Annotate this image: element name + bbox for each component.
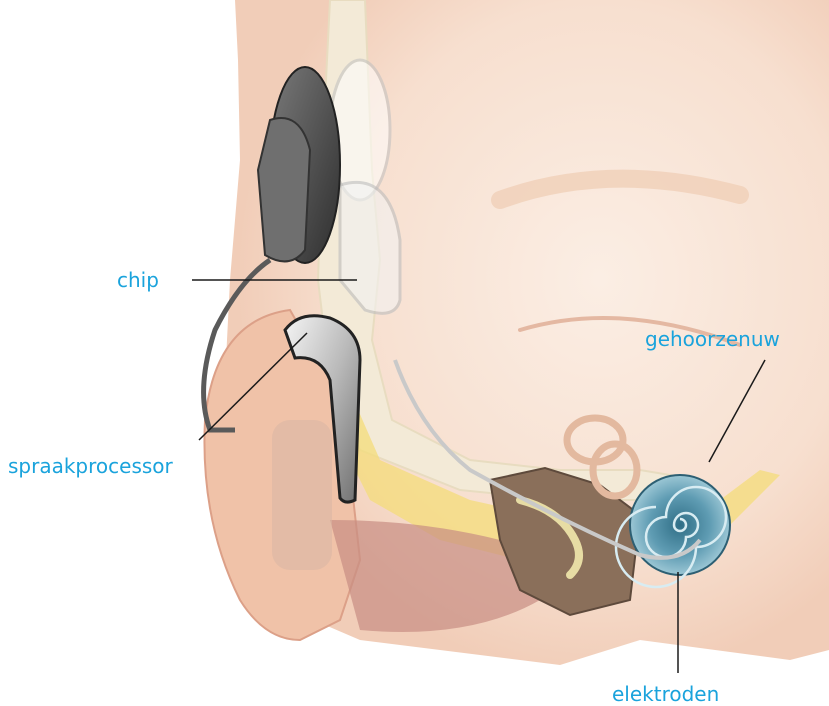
chip-label: chip [117,268,159,292]
ear-lobe-shadow [272,420,332,570]
elektroden-label: elektroden [612,682,719,706]
coil-cap [258,118,310,261]
cochlea [630,475,730,575]
spraakprocessor-label: spraakprocessor [8,454,173,478]
gehoorzenuw-label: gehoorzenuw [645,327,780,351]
